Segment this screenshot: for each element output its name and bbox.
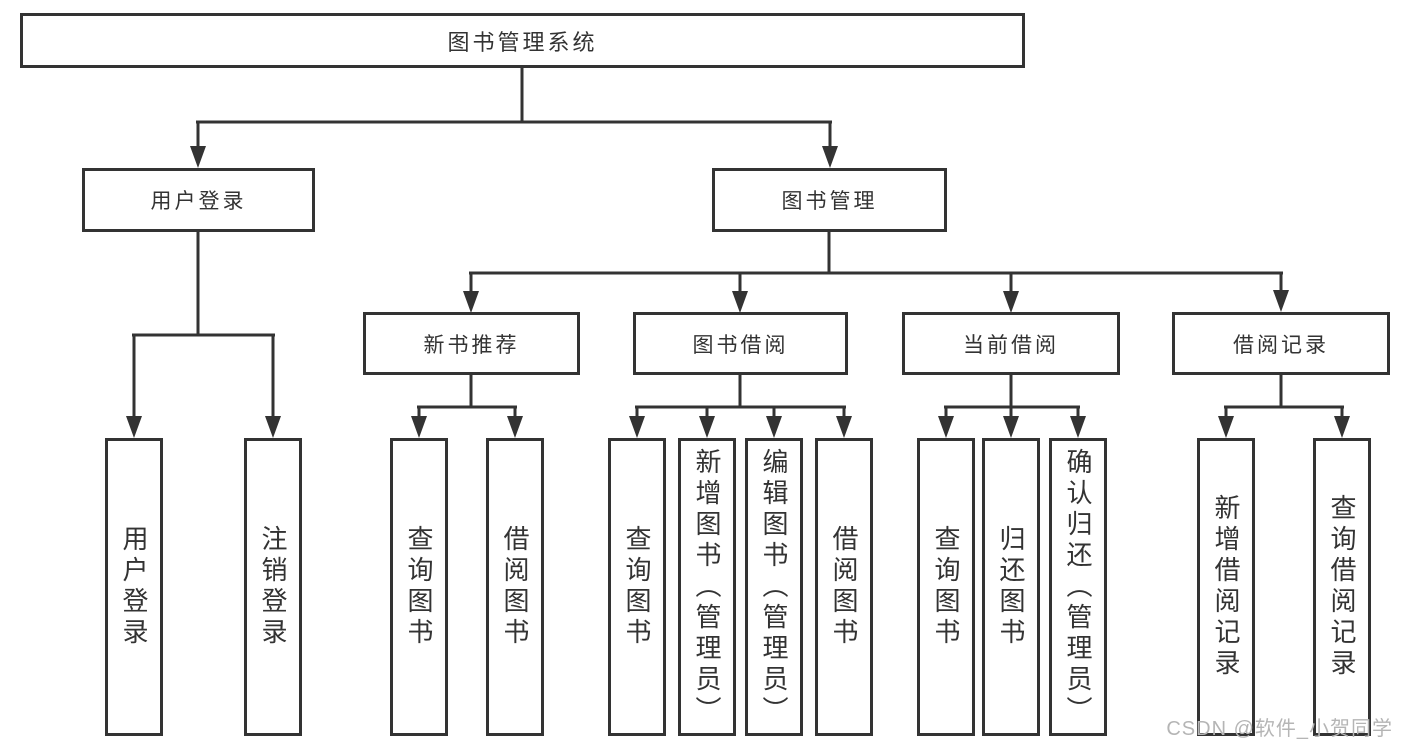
leaf-logout: 注销登录 bbox=[244, 438, 302, 736]
node-user-login-label: 用户登录 bbox=[150, 190, 247, 213]
node-new-book-recommend: 新书推荐 bbox=[363, 312, 580, 375]
leaf-add-books-admin: 新增图书（管理员） bbox=[678, 438, 736, 736]
leaf-query-books-current: 查询图书 bbox=[917, 438, 975, 736]
node-root-label: 图书管理系统 bbox=[447, 29, 598, 55]
leaf-add-borrow-record: 新增借阅记录 bbox=[1197, 438, 1255, 736]
leaf-add-books-admin-label: 新增图书（管理员） bbox=[692, 447, 722, 727]
leaf-return-books-label: 归还图书 bbox=[996, 525, 1026, 649]
leaf-add-borrow-record-label: 新增借阅记录 bbox=[1211, 494, 1241, 680]
node-book-management: 图书管理 bbox=[712, 168, 947, 232]
leaf-query-borrow-record: 查询借阅记录 bbox=[1313, 438, 1371, 736]
node-borrowing-records: 借阅记录 bbox=[1172, 312, 1390, 375]
leaf-return-books: 归还图书 bbox=[982, 438, 1040, 736]
leaf-borrow-books: 借阅图书 bbox=[815, 438, 873, 736]
node-borrowing-records-label: 借阅记录 bbox=[1233, 333, 1329, 357]
node-book-management-label: 图书管理 bbox=[781, 190, 878, 213]
node-user-login: 用户登录 bbox=[82, 168, 315, 232]
leaf-query-borrow-record-label: 查询借阅记录 bbox=[1327, 494, 1357, 680]
leaf-edit-books-admin-label: 编辑图书（管理员） bbox=[759, 447, 789, 727]
leaf-user-login: 用户登录 bbox=[105, 438, 163, 736]
node-book-borrowing: 图书借阅 bbox=[633, 312, 848, 375]
leaf-query-books-borrowing-label: 查询图书 bbox=[622, 525, 652, 649]
node-new-book-recommend-label: 新书推荐 bbox=[423, 333, 520, 357]
leaf-confirm-return-admin-label: 确认归还（管理员） bbox=[1063, 447, 1093, 727]
leaf-logout-label: 注销登录 bbox=[258, 525, 288, 649]
leaf-query-books-borrowing: 查询图书 bbox=[608, 438, 666, 736]
node-book-borrowing-label: 图书借阅 bbox=[692, 333, 789, 357]
leaf-query-books-recommend-label: 查询图书 bbox=[404, 525, 434, 649]
node-current-borrowing-label: 当前借阅 bbox=[963, 333, 1059, 357]
leaf-query-books-current-label: 查询图书 bbox=[931, 525, 961, 649]
node-root-library-system: 图书管理系统 bbox=[20, 13, 1025, 68]
leaf-borrow-books-recommend: 借阅图书 bbox=[486, 438, 544, 736]
leaf-user-login-label: 用户登录 bbox=[119, 525, 149, 649]
leaf-borrow-books-label: 借阅图书 bbox=[829, 525, 859, 649]
leaf-query-books-recommend: 查询图书 bbox=[390, 438, 448, 736]
watermark: CSDN @软件_小贺同学 bbox=[1166, 718, 1393, 740]
node-current-borrowing: 当前借阅 bbox=[902, 312, 1120, 375]
leaf-edit-books-admin: 编辑图书（管理员） bbox=[745, 438, 803, 736]
leaf-borrow-books-recommend-label: 借阅图书 bbox=[500, 525, 530, 649]
leaf-confirm-return-admin: 确认归还（管理员） bbox=[1049, 438, 1107, 736]
